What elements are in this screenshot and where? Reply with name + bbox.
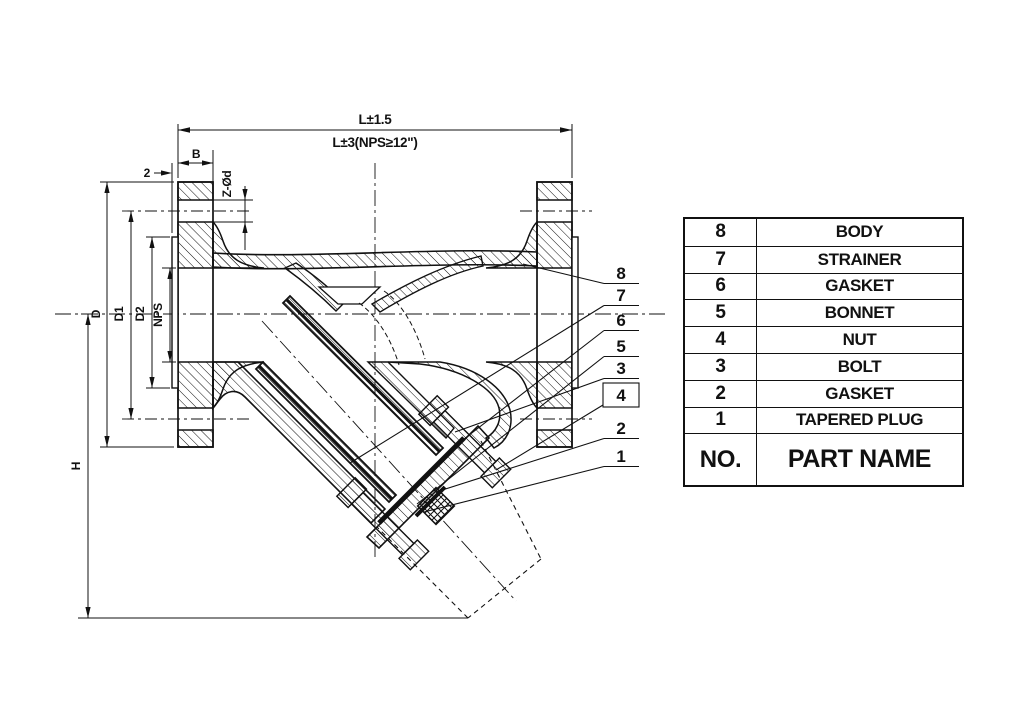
- dim-flange-thickness: B: [192, 147, 201, 161]
- strainer-seat-pocket: [317, 286, 382, 305]
- callout-5: 5: [616, 337, 625, 356]
- dim-bolt-circle: D1: [112, 306, 126, 321]
- seat-left-wall: [283, 262, 345, 312]
- part-no: 8: [715, 221, 726, 243]
- callout-6: 6: [616, 311, 625, 330]
- part-no: 2: [685, 379, 756, 407]
- part-name: GASKET: [756, 272, 962, 300]
- raised-face: [171, 236, 179, 389]
- part-no: 3: [685, 352, 756, 380]
- callout-box-4: [602, 382, 640, 408]
- top-wall: [212, 249, 538, 270]
- part-no: 1: [685, 406, 756, 434]
- callout-4: 4: [616, 386, 626, 405]
- dim-length-secondary: L±3(NPS≥12"): [332, 135, 417, 150]
- callout-numbers: 8 7 6 5 3 4 2 1: [616, 264, 626, 466]
- dim-raised-face-od: D2: [133, 306, 147, 321]
- lower-bolt: [335, 476, 430, 571]
- callout-7: 7: [616, 286, 625, 305]
- bolt-head: [335, 476, 368, 509]
- callout-leaders: [349, 263, 640, 513]
- part-name: GASKET: [756, 379, 962, 407]
- part-no: 5: [685, 299, 756, 326]
- dim-flange-od: D: [89, 309, 103, 318]
- lower-hub: [485, 361, 538, 410]
- strainer-screen: [254, 294, 445, 504]
- dim-height: H: [69, 462, 83, 470]
- bolt-nut: [398, 539, 430, 571]
- leg-axis-centerline: [261, 320, 517, 602]
- table-header-no: NO.: [685, 433, 756, 485]
- dim-bolt-holes: Z-Ød: [220, 171, 234, 198]
- dimension-arrowheads: [85, 127, 572, 618]
- strainer-removal-envelope: [376, 440, 542, 619]
- callout-8: 8: [616, 264, 625, 283]
- table-header-name: PART NAME: [756, 433, 962, 485]
- bonnet-assembly: [335, 394, 512, 571]
- part-name: NUT: [756, 326, 962, 353]
- partition-wall: [370, 255, 484, 313]
- hidden-strainer-edges: [358, 290, 426, 366]
- raised-face: [571, 236, 579, 389]
- part-no: 4: [685, 326, 756, 353]
- part-name: BODY: [756, 219, 962, 246]
- dimension-labels: L±1.5 L±3(NPS≥12") B 2 Z-Ød D D1 D2 NPS …: [69, 112, 418, 470]
- part-name: BONNET: [756, 299, 962, 327]
- callout-1: 1: [616, 447, 625, 466]
- part-name: STRAINER: [756, 245, 962, 273]
- callout-2: 2: [616, 419, 625, 438]
- tapered-plug: [416, 486, 456, 526]
- callout-3: 3: [616, 359, 625, 378]
- dimension-lines: [78, 124, 573, 619]
- part-name: BOLT: [756, 352, 962, 380]
- body-walls: [212, 249, 538, 525]
- dim-raised-face: 2: [144, 166, 151, 180]
- plug-gasket: [414, 485, 447, 518]
- dim-bore: NPS: [151, 303, 165, 327]
- parts-table: 8 BODY 7 STRAINER 6 GASKET 5 BONNET 4 NU…: [683, 217, 964, 487]
- right-flange: [485, 181, 579, 448]
- centerlines: [55, 163, 665, 602]
- dim-length-primary: L±1.5: [359, 112, 393, 127]
- part-no: 7: [685, 245, 756, 273]
- part-name: TAPERED PLUG: [756, 406, 962, 434]
- part-no: 6: [685, 272, 756, 300]
- bonnet-gasket: [377, 436, 466, 525]
